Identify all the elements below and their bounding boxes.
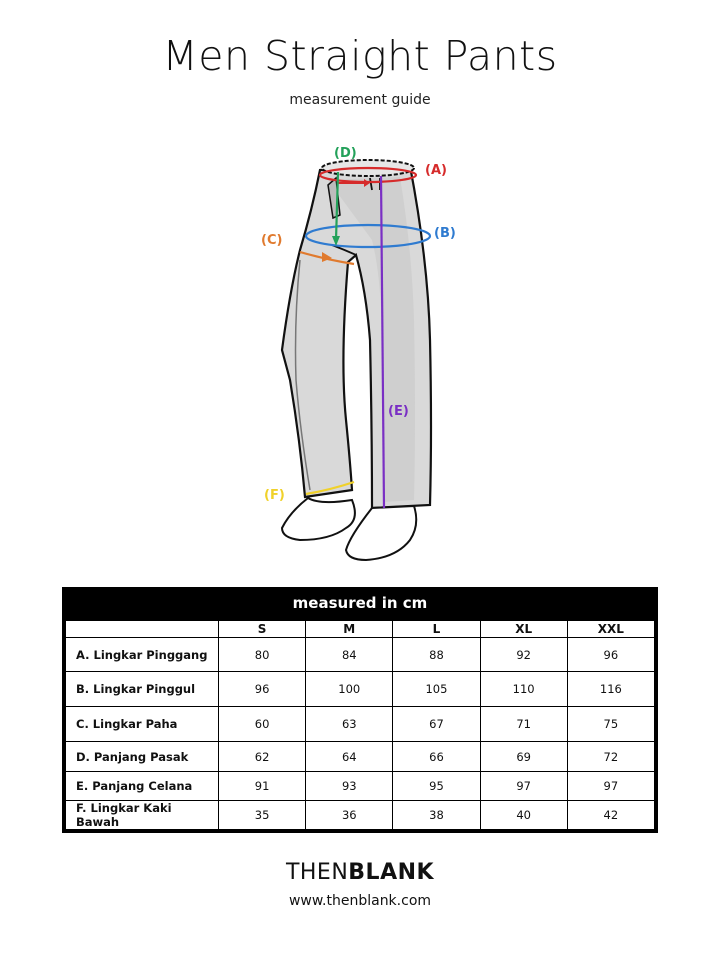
table-cell: 100 <box>305 671 394 707</box>
table-cell: 84 <box>305 637 394 672</box>
brand-logo: THENBLANK <box>0 860 720 885</box>
table-cell: 80 <box>217 637 307 672</box>
table-cell: 91 <box>217 771 307 801</box>
table-cell: 88 <box>392 637 481 672</box>
table-cell: 67 <box>392 706 481 742</box>
table-cell: 110 <box>479 671 568 707</box>
row-label: C. Lingkar Paha <box>65 706 219 742</box>
table-cell: 97 <box>566 771 656 801</box>
size-header: S <box>217 620 307 638</box>
table-row: E. Panjang Celana 91 93 95 97 97 <box>65 771 656 801</box>
size-header: L <box>392 620 481 638</box>
measure-e-length <box>379 175 386 509</box>
measure-d-rise <box>334 171 340 241</box>
label-c: (C) <box>261 233 282 248</box>
table-cell: 72 <box>566 741 656 772</box>
brand-bold: BLANK <box>348 860 435 885</box>
label-b: (B) <box>434 226 456 241</box>
pants-illustration: (D) (A) (B) (C) (E) (F) <box>261 146 456 562</box>
page-subtitle: measurement guide <box>289 92 431 108</box>
table-cell: 105 <box>392 671 481 707</box>
brand-light: THEN <box>285 860 349 885</box>
table-row: A. Lingkar Pinggang 80 84 88 92 96 <box>65 637 656 672</box>
size-table: S M L XL XXL A. Lingkar Pinggang 80 84 8… <box>65 620 656 830</box>
label-e: (E) <box>388 404 409 419</box>
row-label: D. Panjang Pasak <box>65 741 219 772</box>
size-header-row: S M L XL XXL <box>65 620 656 638</box>
table-row: F. Lingkar Kaki Bawah 35 36 38 40 42 <box>65 800 656 830</box>
website-url: www.thenblank.com <box>288 893 432 909</box>
table-cell: 96 <box>217 671 307 707</box>
row-label: A. Lingkar Pinggang <box>65 637 219 672</box>
table-cell: 63 <box>305 706 394 742</box>
label-a: (A) <box>425 163 447 178</box>
size-header: XXL <box>566 620 656 638</box>
table-cell: 38 <box>392 800 481 830</box>
table-cell: 40 <box>479 800 568 830</box>
left-shoe <box>280 496 356 542</box>
table-cell: 93 <box>305 771 394 801</box>
table-cell: 75 <box>566 706 656 742</box>
table-cell: 60 <box>217 706 307 742</box>
size-header: XL <box>479 620 568 638</box>
size-header: M <box>305 620 394 638</box>
table-cell: 96 <box>566 637 656 672</box>
measure-f-hem <box>305 480 355 496</box>
table-cell: 95 <box>392 771 481 801</box>
table-cell: 62 <box>217 741 307 772</box>
row-label: E. Panjang Celana <box>65 771 219 801</box>
page-title: Men Straight Pants <box>162 32 558 80</box>
row-label: F. Lingkar Kaki Bawah <box>65 800 219 830</box>
label-f: (F) <box>264 488 285 503</box>
measure-b-hip <box>304 223 432 249</box>
table-row: B. Lingkar Pinggul 96 100 105 110 116 <box>65 671 656 707</box>
table-cell: 64 <box>305 741 394 772</box>
size-chart: measured in cm S M L XL XXL A. Lingkar P… <box>62 587 658 833</box>
size-chart-caption: measured in cm <box>292 594 428 612</box>
header-blank <box>65 620 219 638</box>
table-cell: 92 <box>479 637 568 672</box>
label-d: (D) <box>334 146 357 161</box>
table-cell: 71 <box>479 706 568 742</box>
table-cell: 69 <box>479 741 568 772</box>
table-cell: 42 <box>566 800 656 830</box>
table-cell: 66 <box>392 741 481 772</box>
pants-body <box>280 164 433 510</box>
table-cell: 35 <box>217 800 307 830</box>
table-cell: 36 <box>305 800 394 830</box>
row-label: B. Lingkar Pinggul <box>65 671 219 707</box>
right-shoe <box>344 504 418 562</box>
table-cell: 97 <box>479 771 568 801</box>
table-cell: 116 <box>566 671 656 707</box>
table-row: D. Panjang Pasak 62 64 66 69 72 <box>65 741 656 772</box>
table-row: C. Lingkar Paha 60 63 67 71 75 <box>65 706 656 742</box>
